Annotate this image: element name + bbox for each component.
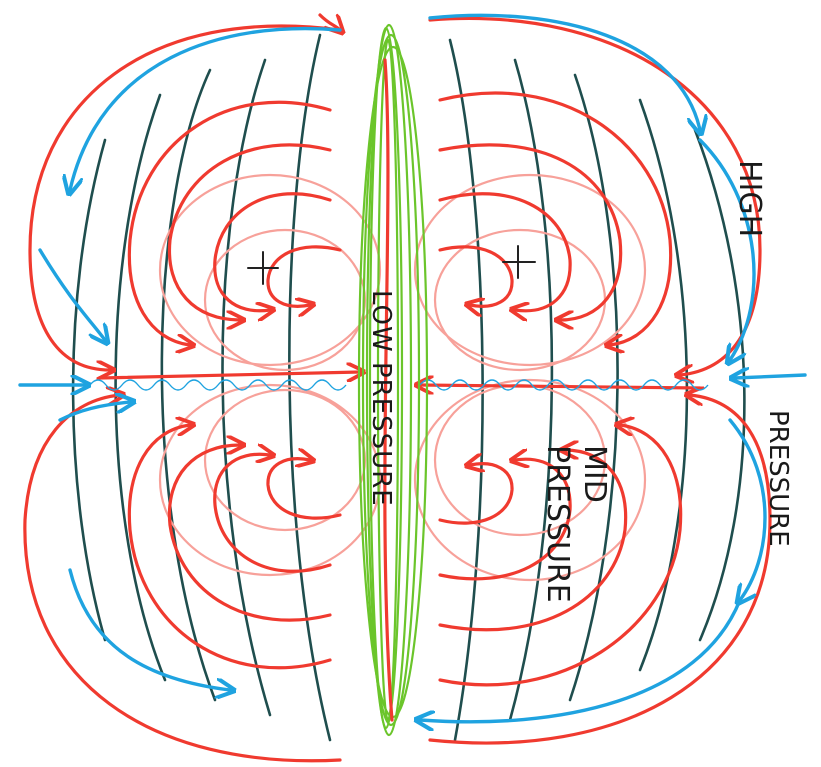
blue-outer-flow (18, 13, 807, 721)
red-flow-loops (23, 13, 772, 763)
pink-loops (158, 173, 647, 582)
equator-coil (89, 379, 709, 391)
plus-marker-right (502, 245, 536, 279)
high-pressure-label-top: HIGH (732, 160, 767, 237)
low-pressure-axis (357, 23, 429, 737)
low-pressure-label: LOW PRESSURE (366, 290, 396, 507)
high-pressure-label-bottom: PRESSURE (763, 410, 793, 547)
mid-pressure-label-line2: PRESSURE (540, 445, 575, 603)
mid-pressure-label-line1: MID (577, 445, 612, 503)
plus-marker-left (247, 251, 279, 285)
